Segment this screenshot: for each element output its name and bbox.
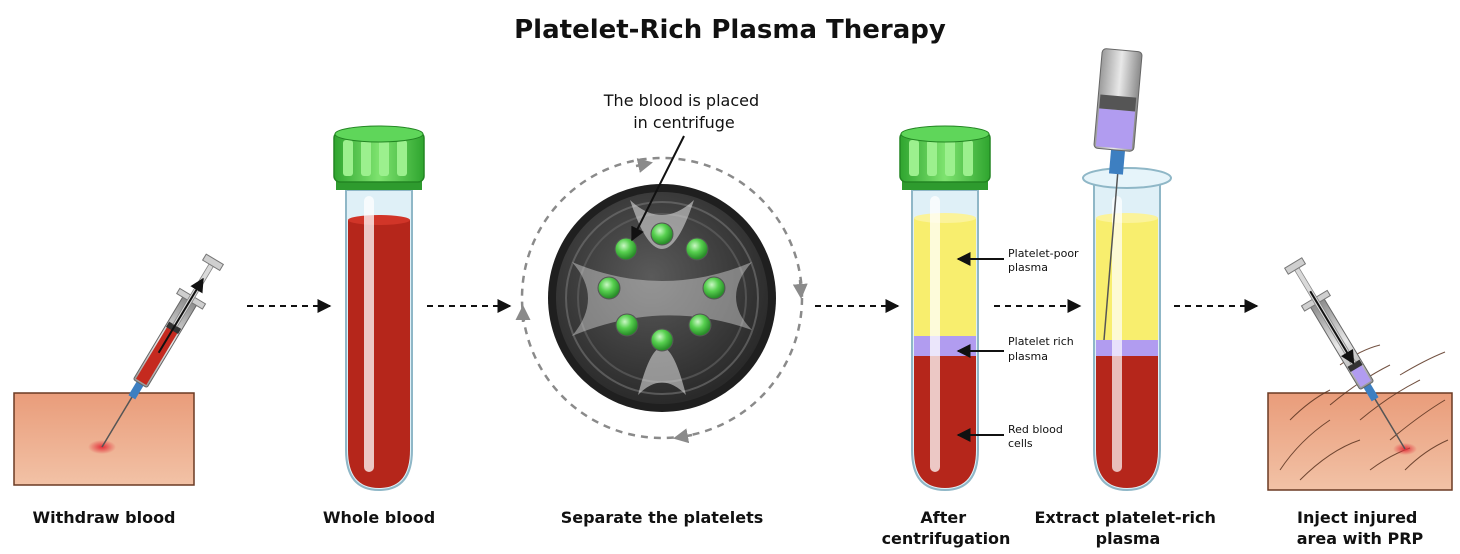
rbc-layer (914, 356, 976, 488)
inject-illustration (1267, 257, 1453, 491)
step-label-inject-l2: area with PRP (1297, 529, 1424, 548)
step-label-inject-l1: Inject injured (1297, 508, 1417, 527)
withdraw-blood-illustration (13, 253, 225, 486)
layer-label-platelet-rich-l1: Platelet rich (1008, 335, 1074, 348)
centrifuge-note-line2: in centrifuge (633, 113, 735, 132)
step-label-after-centrifugation: After centrifugation (882, 508, 1011, 548)
step-label-after-l1: After (920, 508, 966, 527)
syringe-withdraw (101, 253, 225, 448)
layer-label-platelet-rich-l2: plasma (1008, 350, 1048, 363)
layer-label-platelet-poor-l2: plasma (1008, 261, 1048, 274)
step-label-withdraw: Withdraw blood (32, 508, 175, 527)
step-label-extract-l2: plasma (1096, 529, 1161, 548)
separated-tube (899, 125, 1004, 492)
prp-layer (914, 336, 976, 358)
centrifuge-wells (597, 222, 726, 352)
layer-label-platelet-poor: Platelet-poor plasma (1008, 247, 1082, 274)
step-label-inject: Inject injured area with PRP (1297, 508, 1424, 548)
centrifuge-note: The blood is placed in centrifuge (603, 91, 764, 132)
syringe-extract (1093, 48, 1143, 341)
step-label-after-l2: centrifugation (882, 529, 1011, 548)
centrifuge-pointer (631, 135, 685, 242)
step-label-separate-l1: Separate the platelets (561, 508, 764, 527)
layer-label-platelet-rich: Platelet rich plasma (1008, 335, 1077, 363)
centrifuge (515, 135, 808, 444)
extract-tube (1082, 48, 1172, 492)
layer-label-rbc-l2: cells (1008, 437, 1033, 450)
skin-block-hairy (1267, 392, 1453, 491)
page-title: Platelet-Rich Plasma Therapy (514, 15, 946, 45)
layer-label-rbc-l1: Red blood (1008, 423, 1063, 436)
step-label-whole-blood: Whole blood (323, 508, 435, 527)
step-label-extract: Extract platelet-rich plasma (1035, 508, 1222, 548)
green-cap (333, 125, 425, 190)
step-label-whole-blood-l1: Whole blood (323, 508, 435, 527)
step-label-extract-l1: Extract platelet-rich (1035, 508, 1216, 527)
skin-block (13, 392, 195, 486)
layer-label-rbc: Red blood cells (1008, 423, 1066, 450)
step-label-withdraw-l1: Withdraw blood (32, 508, 175, 527)
whole-blood-tube (333, 125, 425, 492)
layer-label-platelet-poor-l1: Platelet-poor (1008, 247, 1079, 260)
green-cap-2 (899, 125, 991, 190)
centrifuge-note-line1: The blood is placed (603, 91, 759, 110)
step-label-separate: Separate the platelets (561, 508, 764, 527)
syringe-inject (1283, 257, 1406, 450)
plasma-layer (914, 218, 976, 338)
whole-blood-fill (348, 220, 410, 488)
